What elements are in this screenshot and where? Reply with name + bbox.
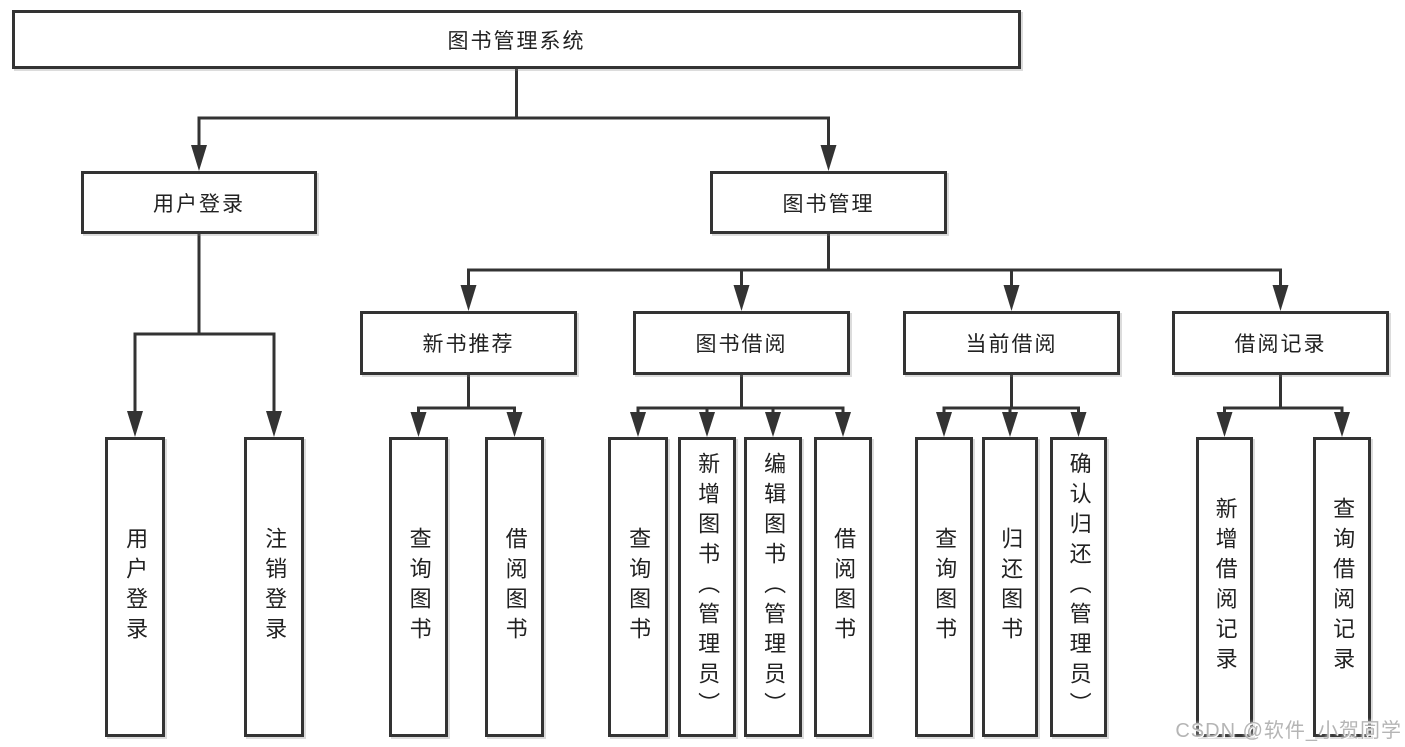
leaf-logout: 注销登录 xyxy=(244,437,304,737)
leaf-add-borrow-record: 新增借阅记录 xyxy=(1196,437,1253,737)
leaf-add-borrow-record-label: 新增借阅记录 xyxy=(1212,497,1238,677)
leaf-borrow-books-borrowing-label: 借阅图书 xyxy=(831,527,857,647)
leaf-confirm-return-admin: 确认归还（管理员） xyxy=(1050,437,1107,737)
leaf-query-borrow-record-label: 查询借阅记录 xyxy=(1330,497,1356,677)
connector-current-split xyxy=(936,375,1087,437)
leaf-user-login: 用户登录 xyxy=(105,437,165,737)
connector-user-login-split xyxy=(127,234,282,437)
node-new-book-recommend: 新书推荐 xyxy=(360,311,577,375)
connector-borrowing-split xyxy=(630,375,851,437)
node-root: 图书管理系统 xyxy=(12,10,1021,69)
node-book-management: 图书管理 xyxy=(710,171,947,234)
leaf-query-books-recommend: 查询图书 xyxy=(389,437,448,737)
node-user-login: 用户登录 xyxy=(81,171,317,234)
node-book-management-label: 图书管理 xyxy=(782,192,875,216)
leaf-query-books-current: 查询图书 xyxy=(915,437,973,737)
leaf-logout-label: 注销登录 xyxy=(262,527,288,647)
node-current-borrowing: 当前借阅 xyxy=(903,311,1120,375)
node-new-book-recommend-label: 新书推荐 xyxy=(422,333,515,356)
leaf-edit-books-admin: 编辑图书（管理员） xyxy=(744,437,802,737)
leaf-return-books: 归还图书 xyxy=(982,437,1038,737)
connector-root-split xyxy=(191,67,837,171)
node-borrowing-records: 借阅记录 xyxy=(1172,311,1389,375)
leaf-edit-books-admin-label: 编辑图书（管理员） xyxy=(761,452,787,722)
connector-new-book-split xyxy=(410,375,523,437)
leaf-confirm-return-admin-label: 确认归还（管理员） xyxy=(1066,452,1092,722)
leaf-borrow-books-recommend: 借阅图书 xyxy=(485,437,544,737)
node-current-borrowing-label: 当前借阅 xyxy=(965,333,1058,356)
node-user-login-label: 用户登录 xyxy=(153,192,245,216)
leaf-user-login-label: 用户登录 xyxy=(123,527,149,647)
leaf-add-books-admin-label: 新增图书（管理员） xyxy=(695,452,721,722)
leaf-borrow-books-borrowing: 借阅图书 xyxy=(814,437,872,737)
node-root-label: 图书管理系统 xyxy=(447,29,586,53)
leaf-return-books-label: 归还图书 xyxy=(998,527,1024,647)
node-borrowing-records-label: 借阅记录 xyxy=(1234,333,1327,356)
leaf-query-books-recommend-label: 查询图书 xyxy=(406,527,432,647)
node-book-borrowing-label: 图书借阅 xyxy=(695,333,788,356)
connector-records-split xyxy=(1216,375,1350,437)
leaf-query-borrow-record: 查询借阅记录 xyxy=(1313,437,1371,737)
leaf-query-books-borrowing: 查询图书 xyxy=(608,437,668,737)
leaf-add-books-admin: 新增图书（管理员） xyxy=(678,437,736,737)
node-book-borrowing: 图书借阅 xyxy=(633,311,850,375)
leaf-query-books-current-label: 查询图书 xyxy=(932,527,958,647)
leaf-query-books-borrowing-label: 查询图书 xyxy=(626,527,652,647)
connector-book-management-split xyxy=(460,234,1289,311)
watermark: CSDN @软件_小贺同学 xyxy=(1175,720,1402,742)
leaf-borrow-books-recommend-label: 借阅图书 xyxy=(502,527,528,647)
